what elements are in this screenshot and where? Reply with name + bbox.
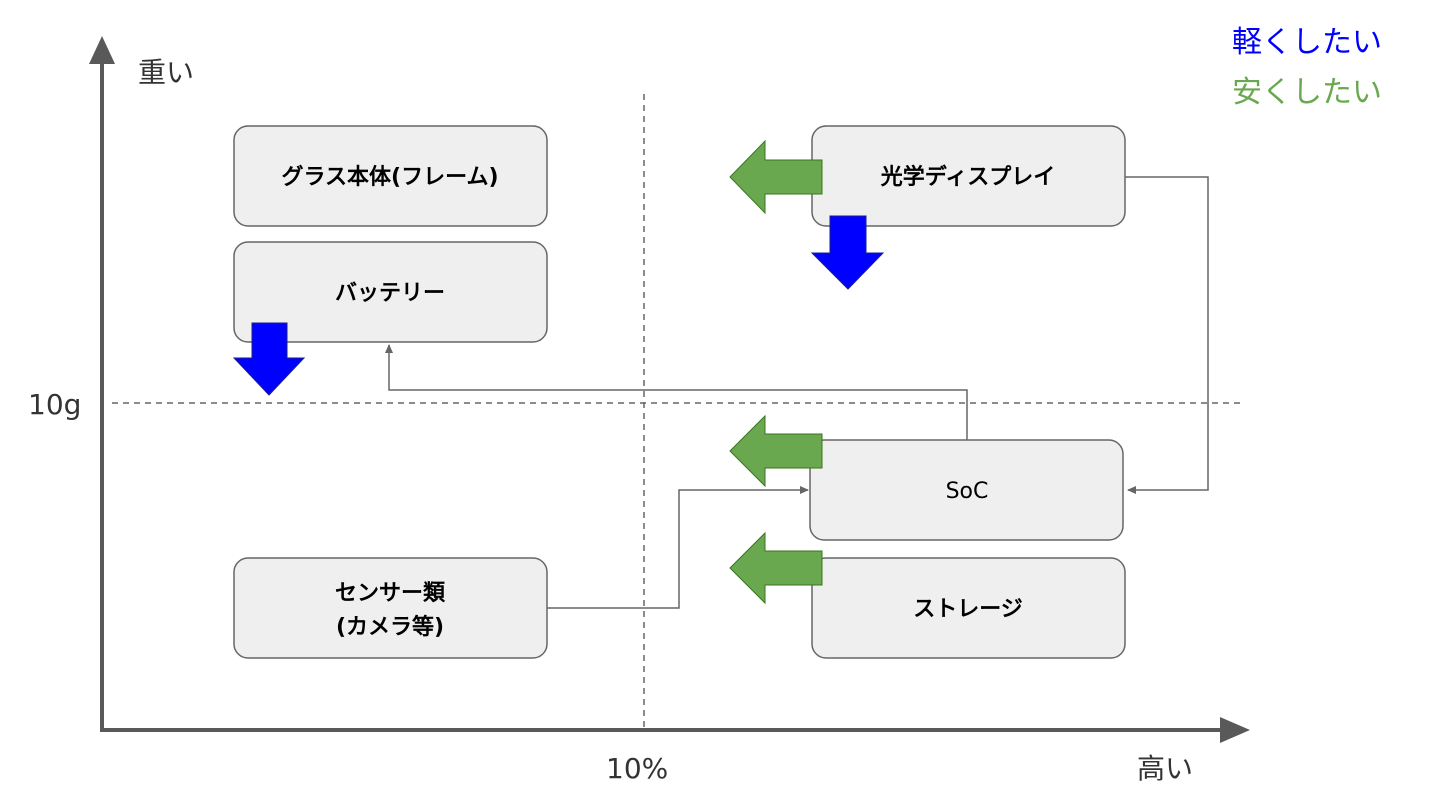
connector-sensors-to-soc [547, 486, 809, 609]
lighter-arrow-battery [232, 322, 306, 396]
component-storage-label: ストレージ [913, 597, 1023, 622]
y-threshold-label: 10g [28, 388, 81, 421]
y-axis-label: 重い [138, 56, 194, 89]
component-sensors: センサー類 (カメラ等) [233, 557, 548, 659]
x-axis [100, 717, 1250, 743]
y-axis [89, 36, 115, 730]
component-frame: グラス本体(フレーム) [233, 125, 548, 227]
cheaper-arrow-display [729, 139, 823, 215]
component-frame-label: グラス本体(フレーム) [281, 164, 498, 190]
legend-cheaper-label: 安くしたい [1232, 75, 1382, 110]
lighter-arrow-display [810, 215, 885, 290]
connector-soc-to-battery [385, 344, 968, 440]
component-soc-label: SoC [946, 479, 989, 504]
component-display: 光学ディスプレイ [811, 125, 1126, 227]
x-axis-label: 高い [1137, 752, 1193, 785]
legend-lighter-label: 軽くしたい [1232, 25, 1382, 60]
x-axis-arrowhead [1220, 717, 1250, 743]
component-battery-label: バッテリー [335, 281, 445, 306]
component-storage: ストレージ [811, 557, 1126, 659]
y-axis-arrowhead [89, 36, 115, 64]
connector-display-to-soc [1125, 176, 1209, 494]
component-battery: バッテリー [233, 241, 548, 343]
component-soc: SoC [809, 439, 1124, 541]
component-sensors-label-line1: センサー類 [335, 581, 446, 606]
component-display-label: 光学ディスプレイ [880, 164, 1055, 190]
cheaper-arrow-storage [729, 531, 823, 605]
cheaper-arrow-soc [729, 414, 823, 488]
x-threshold-label: 10% [606, 752, 668, 785]
component-sensors-label-line2: (カメラ等) [336, 614, 444, 640]
